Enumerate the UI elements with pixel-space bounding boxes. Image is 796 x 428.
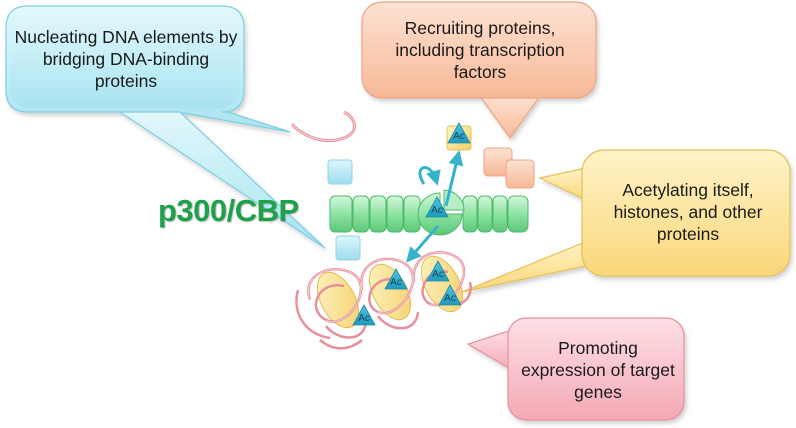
acetyl-label: Ac	[358, 313, 370, 324]
protein-label: p300/CBP	[158, 193, 299, 228]
self-acetylation-arrow	[418, 166, 441, 186]
acetyl-label: Ac	[431, 205, 443, 216]
acetyl-label: Ac	[444, 293, 456, 304]
callout-promoting	[466, 317, 685, 421]
dna-binding-protein-bottom	[335, 235, 361, 261]
arrow-to-recruited	[444, 150, 464, 207]
dna-fragment	[290, 110, 356, 143]
acetyl-label: Ac	[453, 131, 465, 142]
acetyl-mark: Ac	[426, 260, 450, 282]
callout-nucleating	[5, 5, 326, 249]
recruited-protein-2	[505, 159, 535, 189]
acetyl-label: Ac	[432, 269, 444, 280]
acetyl-mark: Ac	[438, 284, 462, 306]
acetyl-mark: Ac	[425, 196, 449, 218]
acetyl-mark: Ac	[447, 122, 471, 144]
callout-recruiting-text: Recruiting proteins, including transcrip…	[395, 18, 565, 82]
callout-promoting-text: Promoting expression of target genes	[521, 338, 675, 402]
callout-acetylating-text: Acetylating itself, histones, and other …	[613, 180, 763, 244]
acetyl-mark: Ac	[384, 268, 408, 290]
acetyl-mark: Ac	[352, 304, 376, 326]
callout-recruiting	[361, 1, 597, 140]
dna-binding-protein-top	[327, 159, 353, 185]
acetyl-label: Ac	[390, 277, 402, 288]
callout-nucleating-text: Nucleating DNA elements by bridging DNA-…	[14, 27, 238, 91]
callout-acetylating	[461, 149, 791, 293]
arrow-to-histones	[406, 225, 440, 263]
